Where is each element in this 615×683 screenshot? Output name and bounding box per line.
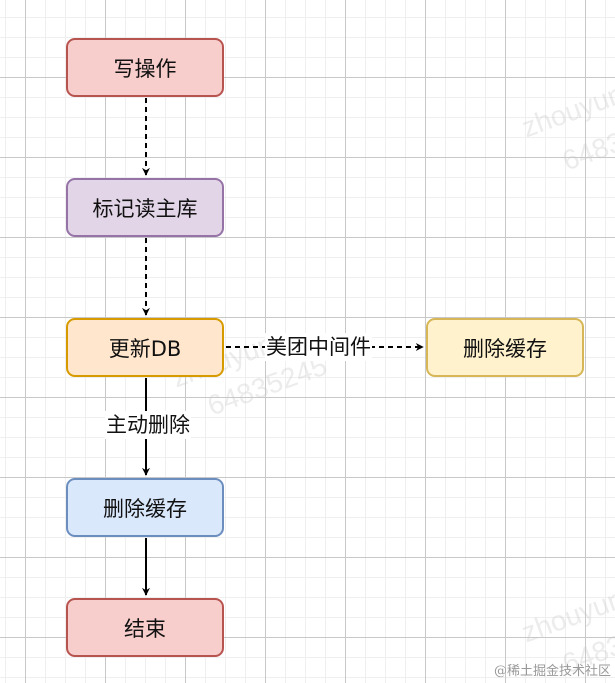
node-label: 删除缓存 (463, 336, 547, 361)
footer-watermark: @稀土掘金技术社区 (493, 664, 611, 679)
edge-label-active-delete: 主动删除 (105, 411, 191, 439)
node-delete-cache-middleware[interactable]: 删除缓存 (426, 318, 584, 377)
node-end[interactable]: 结束 (66, 598, 224, 657)
edge-label-middleware: 美团中间件 (265, 333, 372, 361)
node-label: 结束 (124, 616, 166, 641)
node-mark-read-master[interactable]: 标记读主库 (66, 178, 224, 237)
node-label: 写操作 (113, 56, 177, 81)
node-label: 更新DB (108, 336, 182, 361)
node-write-operation[interactable]: 写操作 (66, 38, 224, 97)
node-delete-cache[interactable]: 删除缓存 (66, 478, 224, 537)
node-label: 标记读主库 (92, 196, 198, 221)
node-label: 删除缓存 (103, 496, 187, 521)
node-update-db[interactable]: 更新DB (66, 318, 224, 377)
